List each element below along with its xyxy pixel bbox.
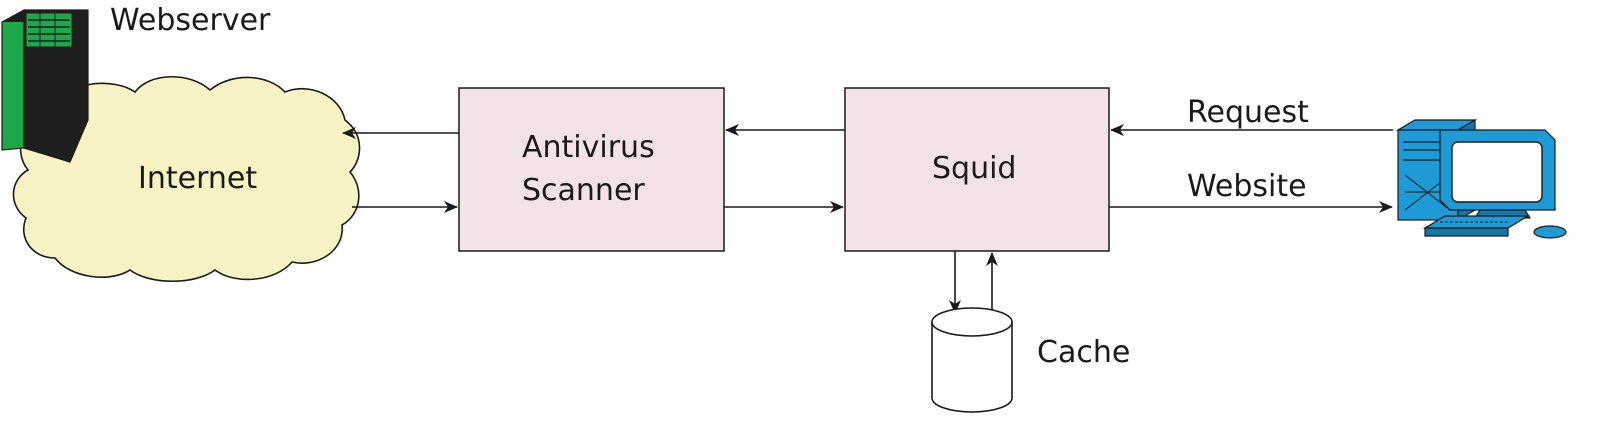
squid-label: Squid (932, 151, 1016, 186)
client-computer-icon (1395, 118, 1567, 239)
antivirus-label-line1: Antivirus (522, 130, 655, 165)
squid-box (844, 87, 1110, 252)
webserver-label: Webserver (110, 3, 271, 38)
antivirus-label-line2: Scanner (522, 173, 645, 208)
antivirus-scanner-box (458, 87, 725, 252)
cache-icon (931, 307, 1013, 413)
request-label: Request (1187, 95, 1309, 130)
cache-label: Cache (1037, 335, 1130, 370)
internet-label: Internet (138, 161, 257, 196)
website-label: Website (1187, 169, 1307, 204)
internet-cloud (12, 75, 361, 283)
webserver-icon (1, 8, 89, 163)
